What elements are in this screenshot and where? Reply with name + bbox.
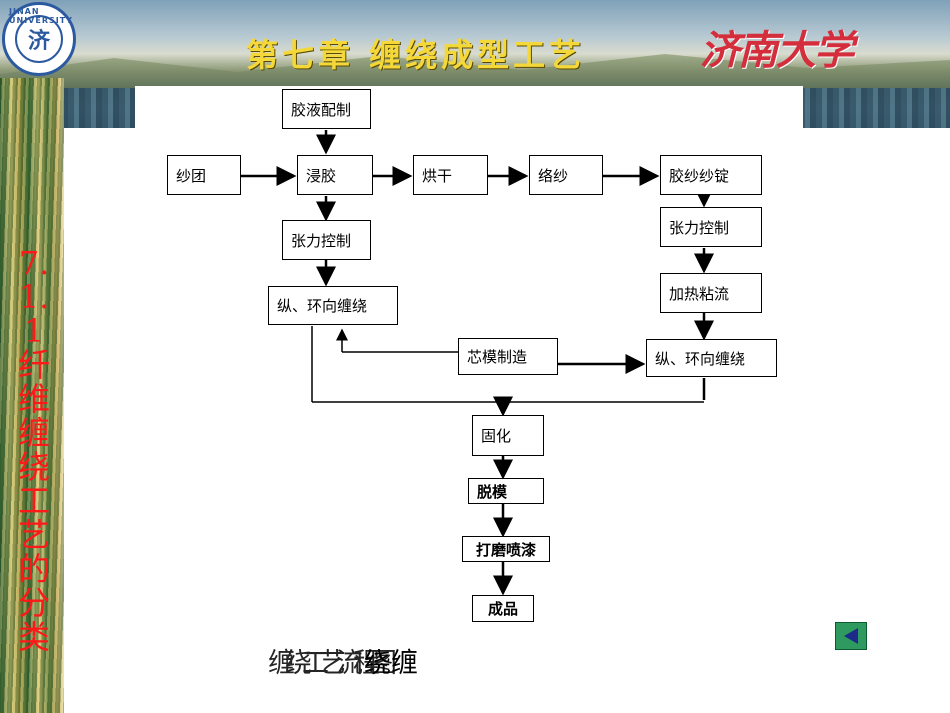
box-winding-left: 纵、环向缠绕 (268, 286, 398, 325)
box-demold: 脱模 (468, 478, 544, 504)
box-yarn-roll: 纱团 (167, 155, 241, 195)
box-curing: 固化 (472, 415, 544, 456)
fiber-strands-decoration (0, 78, 64, 713)
sidebar-decoration: 7.1.1纤维缠绕工艺的分类 (0, 78, 64, 713)
back-button[interactable] (835, 622, 867, 650)
university-logo: JINAN UNIVERSITY 济 (2, 2, 76, 76)
box-prepreg-spindle: 胶纱纱锭 (660, 155, 762, 195)
chapter-title: 第七章 缠绕成型工艺 (246, 36, 586, 74)
box-drying: 烘干 (413, 155, 488, 195)
box-heat-tack: 加热粘流 (660, 273, 762, 313)
box-glue-prep: 胶液配制 (282, 89, 371, 129)
left-triangle-icon (844, 628, 858, 644)
box-tension-right: 张力控制 (660, 207, 762, 247)
box-tension-left: 张力控制 (282, 220, 371, 260)
content-top-white (135, 86, 803, 128)
caption-text: 缠绕工艺流程图 (268, 648, 397, 679)
header-banner: JINAN UNIVERSITY 济 第七章 缠绕成型工艺 济南大学 (0, 0, 950, 128)
section-title: 7.1.1纤维缠绕工艺的分类 (17, 244, 50, 656)
box-grind-paint: 打磨喷漆 (462, 536, 550, 562)
university-brand-calligraphy: 济南大学 (700, 27, 854, 74)
figure-caption: 缠绕工艺流程图 绕缠 (268, 641, 418, 680)
box-winding-yarn: 络纱 (529, 155, 603, 195)
logo-ring-text: JINAN UNIVERSITY (9, 7, 73, 25)
box-winding-right: 纵、环向缠绕 (646, 339, 777, 377)
box-dipping: 浸胶 (297, 155, 373, 195)
box-mandrel: 芯模制造 (458, 338, 558, 375)
caption-fragment: 绕缠 (364, 648, 418, 679)
logo-mark: 济 (15, 15, 63, 63)
box-product: 成品 (472, 595, 534, 622)
